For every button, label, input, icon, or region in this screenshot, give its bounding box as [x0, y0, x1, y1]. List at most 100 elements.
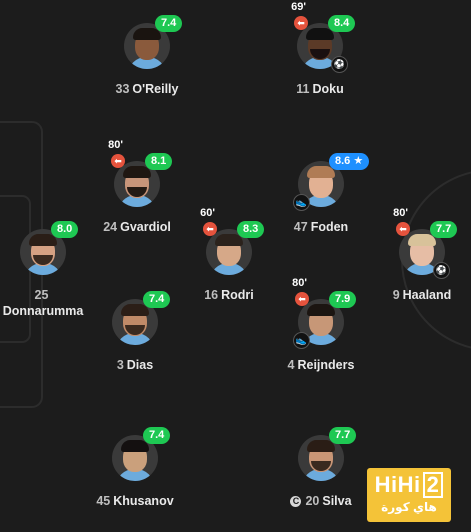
- player-name: O'Reilly: [132, 82, 179, 96]
- player-number: 33: [115, 82, 130, 96]
- avatar-hair: [215, 234, 243, 246]
- player-name: Gvardiol: [120, 220, 171, 234]
- player-avatar: [298, 435, 344, 481]
- avatar-hair: [307, 166, 335, 178]
- substitution-indicator: 69' ⬅: [291, 1, 308, 30]
- player-rating-badge: 8.1: [145, 153, 173, 170]
- player-number: 25: [34, 288, 49, 302]
- star-icon: ★: [353, 155, 364, 167]
- substitution-minute: 60': [200, 207, 215, 219]
- player-name: Khusanov: [113, 494, 174, 508]
- avatar-shirt: [24, 263, 62, 275]
- avatar-hair: [123, 166, 151, 178]
- player-avatar-wrap: 8.6 ★ 👟: [293, 153, 370, 211]
- watermark-subtitle: هاي كورة: [381, 500, 437, 514]
- player-rating-badge: 8.6 ★: [329, 153, 370, 170]
- player-avatar-wrap: 7.7 80' ⬅ ⚽: [393, 207, 458, 279]
- player-number: 45: [96, 494, 111, 508]
- player-name: Silva: [322, 494, 352, 508]
- player-avatar-wrap: 7.4: [124, 15, 183, 69]
- player-number-label: 25: [0, 288, 113, 302]
- avatar-hair: [307, 440, 335, 452]
- player-rating-badge: 8.3: [237, 221, 265, 238]
- substitution-out-icon: ⬅: [294, 16, 308, 30]
- substitution-out-icon: ⬅: [396, 222, 410, 236]
- player-rating-badge: 8.0: [51, 221, 79, 238]
- avatar-shirt: [302, 195, 340, 207]
- player-name: Donnarumma: [2, 304, 84, 318]
- player-rating-badge: 7.4: [155, 15, 183, 32]
- substitution-out-icon: ⬅: [203, 222, 217, 236]
- player-rating-badge: 7.9: [329, 291, 357, 308]
- player-rating-badge: 7.4: [143, 427, 171, 444]
- player-rating-badge: 8.4: [328, 15, 356, 32]
- captain-icon: C: [290, 496, 302, 507]
- boot-icon: 👟: [293, 194, 310, 211]
- player-avatar-wrap: 7.4: [112, 427, 171, 481]
- avatar-beard: [311, 461, 331, 471]
- player-avatar-wrap: 7.7: [298, 427, 357, 481]
- substitution-out-icon: ⬅: [111, 154, 125, 168]
- player-avatar-wrap: 7.9 80' ⬅ 👟: [292, 277, 357, 349]
- player-name: Dias: [126, 358, 154, 372]
- player-number: 9: [392, 288, 400, 302]
- substitution-indicator: 60' ⬅: [200, 207, 217, 236]
- avatar-shirt: [403, 263, 441, 275]
- avatar-hair: [133, 28, 161, 40]
- substitution-indicator: 80' ⬅: [292, 277, 309, 306]
- football-icon: ⚽: [331, 56, 348, 73]
- avatar-shirt: [301, 57, 339, 69]
- player-avatar-wrap: 8.3 60' ⬅: [200, 207, 265, 275]
- player-avatar-wrap: 8.4 69' ⬅ ⚽: [291, 1, 356, 73]
- player-rating-badge: 7.4: [143, 291, 171, 308]
- player-number: 47: [293, 220, 308, 234]
- avatar-beard: [310, 49, 330, 59]
- boot-icon: 👟: [293, 332, 310, 349]
- player-number: 16: [204, 288, 219, 302]
- avatar-hair: [408, 234, 436, 246]
- substitution-minute: 80': [393, 207, 408, 219]
- avatar-shirt: [302, 469, 340, 481]
- player-rating-badge: 7.7: [430, 221, 458, 238]
- player-name: Foden: [310, 220, 349, 234]
- player-number: 4: [287, 358, 295, 372]
- player-name: Haaland: [402, 288, 452, 302]
- avatar-beard: [33, 255, 53, 265]
- avatar-shirt: [116, 469, 154, 481]
- player-number: 20: [305, 494, 320, 508]
- substitution-indicator: 80' ⬅: [393, 207, 410, 236]
- avatar-hair: [307, 304, 335, 316]
- player-avatar-wrap: 7.4: [112, 291, 171, 345]
- player-name: Doku: [312, 82, 344, 96]
- avatar-shirt: [302, 333, 340, 345]
- football-icon: ⚽: [433, 262, 450, 279]
- player-card-donnarumma[interactable]: 8.0 25 Donnarumma: [0, 221, 113, 318]
- player-avatar-wrap: 8.1 80' ⬅: [108, 139, 173, 207]
- avatar-hair: [121, 440, 149, 452]
- player-name: Rodri: [221, 288, 254, 302]
- avatar-shirt: [116, 333, 154, 345]
- player-number: 3: [116, 358, 124, 372]
